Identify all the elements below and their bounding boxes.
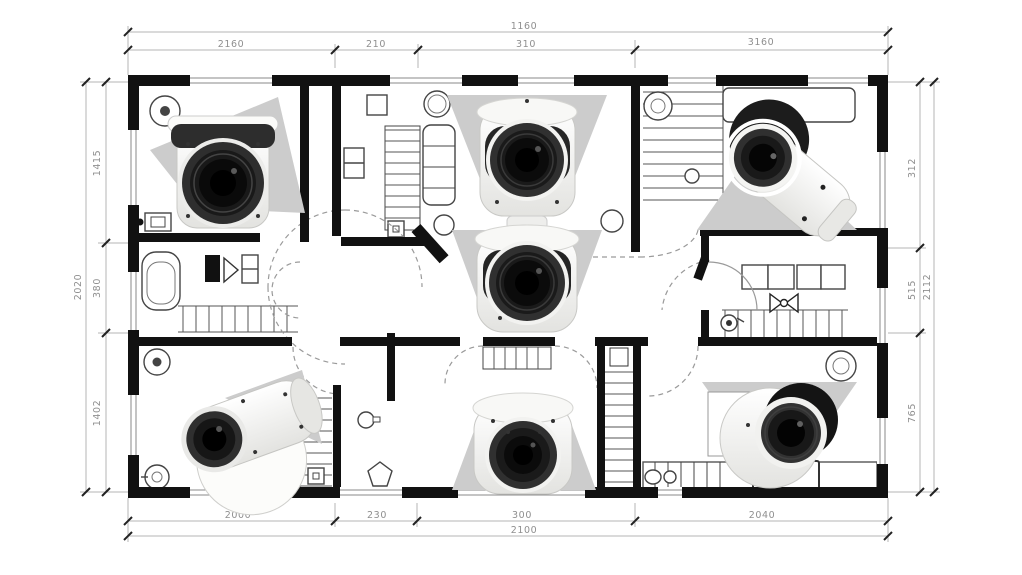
dim-right-segment-3-label: 765 <box>907 403 918 423</box>
dim-bottom-segment-1-label: 2000 <box>225 510 252 521</box>
dimension-lines-left <box>80 77 128 497</box>
shelf-unit <box>422 124 456 206</box>
bowtie-valve-icon <box>769 292 799 314</box>
dim-top-segment-3-label: 310 <box>516 39 536 50</box>
cctv-camera-center-hall <box>452 224 602 333</box>
pentagon-icon <box>367 461 393 487</box>
door-leaves <box>411 223 710 281</box>
dim-left-segment-3-label: 1402 <box>92 400 103 427</box>
cctv-camera-bottom-left-room <box>181 370 323 516</box>
cabinet-row <box>741 264 846 290</box>
dim-top-segment-4-label: 3160 <box>748 37 775 48</box>
eye-icon <box>720 314 745 332</box>
dim-bottom-segment-2-label: 230 <box>367 510 387 521</box>
dimension-lines-bottom <box>123 498 893 542</box>
dim-right-overall-label: 2112 <box>922 274 933 301</box>
dim-bottom-segment-3-label: 300 <box>512 510 532 521</box>
dim-bottom-segment-4-label: 2040 <box>749 510 776 521</box>
cctv-camera-bottom-right-room <box>702 382 857 489</box>
cctv-camera-top-right-room <box>697 99 857 242</box>
dim-left-segment-2-label: 380 <box>92 278 103 298</box>
cctv-camera-bottom-hall <box>452 392 596 495</box>
door-swing-arcs <box>267 209 758 397</box>
wall-control-icon <box>136 212 172 232</box>
dim-top-segment-1-label: 2160 <box>218 39 245 50</box>
dim-bottom-overall-label: 2100 <box>511 525 538 536</box>
dimension-lines-right <box>888 77 940 497</box>
dimension-lines-top <box>123 26 893 75</box>
dim-left-overall-label: 2020 <box>73 274 84 301</box>
bathtub <box>141 251 181 311</box>
dim-left-segment-1-label: 1415 <box>92 150 103 177</box>
dim-right-segment-2-label: 515 <box>907 280 918 300</box>
dim-top-overall-label: 1160 <box>511 21 538 32</box>
small-table <box>366 94 388 116</box>
dim-right-segment-1-label: 312 <box>907 158 918 178</box>
cctv-camera-top-left-room <box>150 97 305 229</box>
speaker-valve-icon <box>205 254 259 284</box>
dim-top-segment-2-label: 210 <box>366 39 386 50</box>
key-icon <box>357 411 375 429</box>
